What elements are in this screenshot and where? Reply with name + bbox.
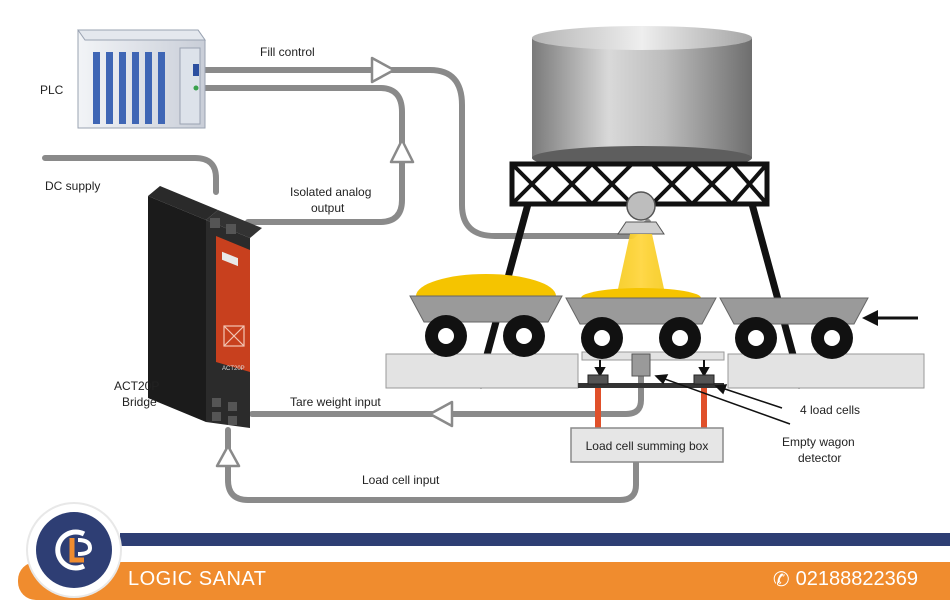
callout-lines	[654, 374, 791, 425]
analog-output-label-line2: output	[311, 201, 345, 215]
fill-control-arrow	[370, 56, 396, 84]
wagon-left	[409, 274, 563, 357]
cables	[42, 67, 651, 503]
weighbridge	[578, 353, 724, 428]
empty-wagon-detector-line1: Empty wagon	[782, 435, 855, 449]
dc-supply-label: DC supply	[45, 179, 100, 193]
summing-box-label: Load cell summing box	[586, 439, 709, 453]
dc-supply-cable	[42, 155, 219, 195]
load-cell-pointers	[594, 360, 710, 378]
wagon-direction-arrow	[862, 310, 918, 326]
discharge-valve	[617, 191, 665, 235]
wagon-right	[719, 297, 869, 359]
material-stream	[616, 234, 666, 298]
load-cell-input-label: Load cell input	[362, 473, 440, 487]
rail-platforms	[385, 351, 925, 389]
tare-weight-label: Tare weight input	[290, 395, 381, 409]
device-name-line1: ACT20P	[114, 379, 159, 393]
footer-navy-stripe	[120, 533, 950, 546]
brand-name: LOGIC SANAT	[128, 568, 267, 590]
device-name-line2: Bridge	[122, 395, 157, 409]
device-face-label: ACT20P	[222, 366, 245, 372]
contact-phone[interactable]: ✆ 02188822369	[773, 568, 918, 591]
load-cell-input-arrow	[215, 444, 241, 468]
tare-weight-cable	[249, 369, 644, 417]
load-cell-cable	[225, 427, 639, 503]
plc-label: PLC	[40, 83, 64, 97]
silo-tank	[532, 26, 752, 170]
act20p-bridge-device: ACT20P	[148, 186, 262, 428]
empty-wagon-detector-line2: detector	[798, 451, 841, 465]
analog-output-arrow	[389, 138, 415, 164]
company-logo	[28, 504, 120, 596]
plc-rack	[77, 29, 206, 129]
wagon-middle	[565, 288, 717, 359]
tare-weight-arrow	[428, 400, 454, 428]
phone-icon: ✆	[772, 568, 790, 591]
load-cell-leg-right	[701, 388, 707, 428]
analog-output-label-line1: Isolated analog	[290, 185, 371, 199]
fill-control-label: Fill control	[260, 45, 315, 59]
cable-arrows	[215, 56, 454, 468]
fill-control-cable	[202, 67, 651, 239]
four-load-cells-label: 4 load cells	[800, 403, 860, 417]
load-cell-summing-box: Load cell summing box	[570, 427, 724, 463]
analog-output-cable	[202, 85, 405, 225]
phone-number: 02188822369	[795, 568, 918, 590]
footer-bar	[18, 562, 950, 600]
load-cell-leg-left	[595, 388, 601, 428]
logo-mark-icon	[55, 529, 93, 571]
